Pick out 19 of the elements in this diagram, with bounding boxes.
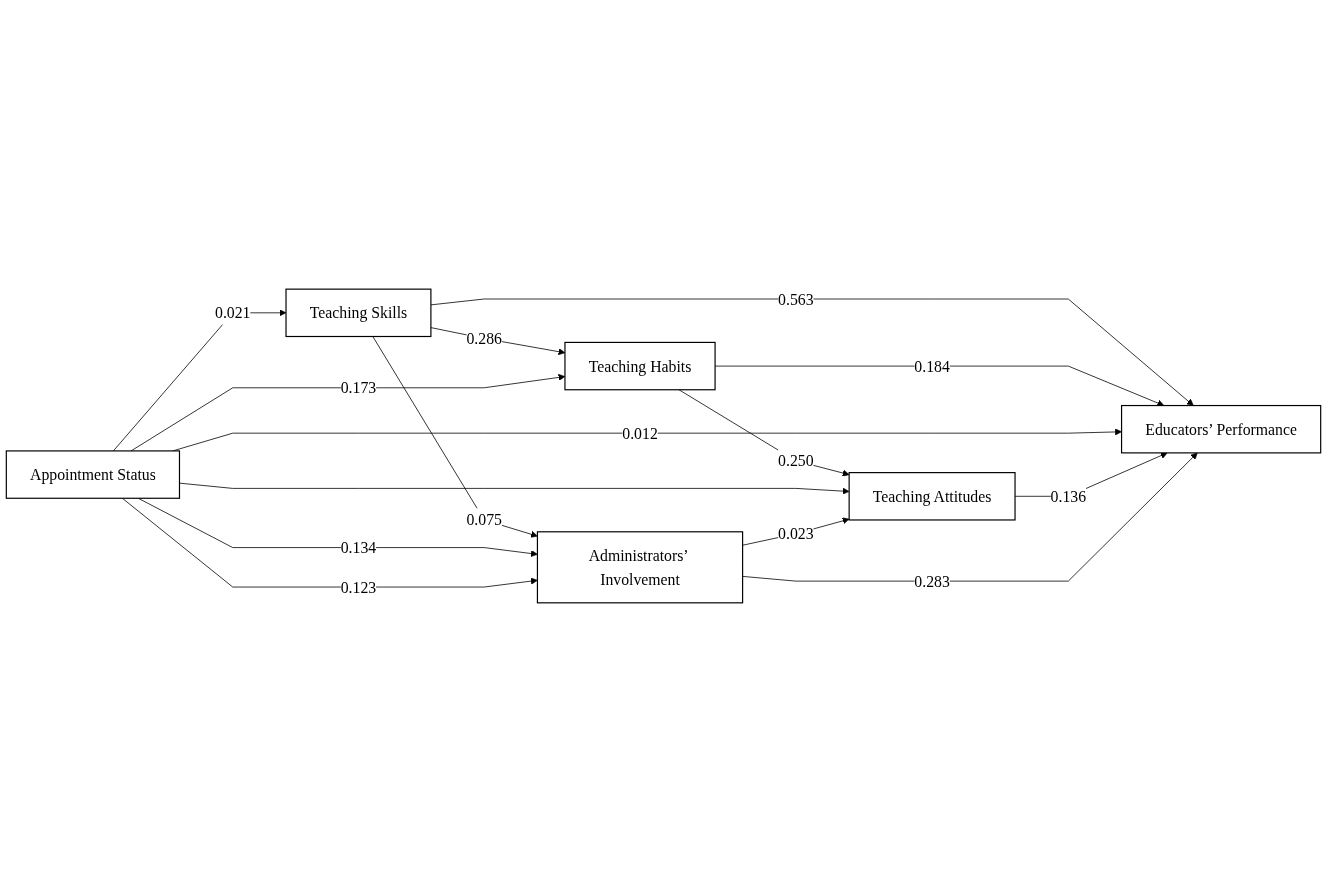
edge-label: 0.021 [215, 304, 251, 322]
edge-label: 0.123 [340, 578, 377, 596]
node-box: Appointment Status [5, 450, 181, 499]
edge-label: 0.173 [340, 379, 377, 397]
node-box: Teaching Habits [564, 341, 716, 391]
edge-label: 0.184 [914, 357, 950, 375]
node-box: Administrators’ Involvement [536, 531, 744, 604]
node-box: Teaching Skills [285, 288, 432, 338]
edge-label: 0.023 [778, 525, 814, 543]
node-box: Teaching Attitudes [848, 472, 1016, 521]
edge-label: 0.075 [466, 511, 502, 529]
node-box: Educators’ Performance [1121, 404, 1322, 454]
edge-label: 0.012 [622, 424, 658, 442]
edge-label: 0.286 [466, 329, 502, 348]
edge-label: 0.563 [778, 290, 814, 308]
edge-label: 0.134 [340, 538, 377, 557]
edge-label: 0.283 [914, 572, 950, 590]
edge-label: 0.250 [778, 452, 814, 470]
edge-label: 0.136 [1050, 487, 1087, 505]
